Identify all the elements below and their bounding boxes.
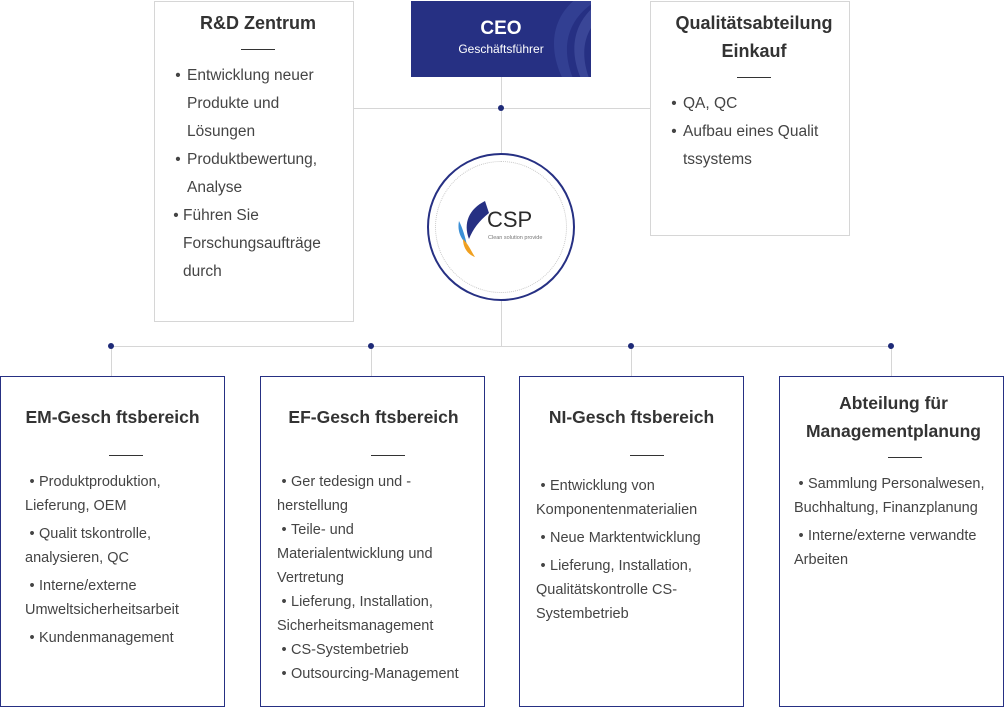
list-item: •CS-Systembetrieb <box>281 642 409 658</box>
list-item: •Kundenmanagement <box>29 630 174 646</box>
rnd-center-box: R&D Zentrum •Entwicklung neuer Produkte … <box>154 1 354 322</box>
list-item: •Entwicklung von Komponentenmaterialien <box>536 478 698 518</box>
list-item: •Produktproduktion, Lieferung, OEM <box>25 474 161 514</box>
connector-logo-vertical <box>501 300 502 346</box>
quality-department-box: Qualitätsabteilung Einkauf •QA, QC •Aufb… <box>650 1 850 236</box>
junction-dot-3 <box>628 343 634 349</box>
rnd-title: R&D Zentrum <box>200 13 316 33</box>
list-item: •Produktbewertung, Analyse <box>175 151 318 196</box>
division-box-ni: NI-Gesch ftsbereich •Entwicklung von Kom… <box>519 376 744 707</box>
rnd-list: •Entwicklung neuer Produkte und Lösungen… <box>171 62 345 286</box>
title-divider <box>371 455 405 456</box>
list-item: •Teile- und Materialentwicklung und Vert… <box>277 522 433 586</box>
list-item: •Interne/externe Umweltsicherheitsarbeit <box>25 578 179 618</box>
list-item: •Entwicklung neuer Produkte und Lösungen <box>175 67 314 140</box>
list-item: •Qualit tskontrolle, analysieren, QC <box>25 526 152 566</box>
connector-ceo-vertical <box>501 77 502 154</box>
csp-logo: CSP Clean solution provide <box>455 199 555 259</box>
junction-dot-top <box>498 105 504 111</box>
division-box-ef: EF-Gesch ftsbereich •Ger tedesign und -h… <box>260 376 485 707</box>
division-title: NI-Gesch ftsbereich <box>548 407 715 427</box>
connector-drop-1 <box>111 346 112 376</box>
division-title: EF-Gesch ftsbereich <box>288 407 459 427</box>
logo-text: CSP <box>487 207 533 232</box>
junction-dot-1 <box>108 343 114 349</box>
list-item: •Neue Marktentwicklung <box>540 530 701 546</box>
ceo-subtitle: Geschäftsführer <box>458 42 544 56</box>
division-title-line1: Abteilung für <box>839 393 948 413</box>
ceo-title: CEO <box>480 18 522 39</box>
quality-list: •QA, QC •Aufbau eines Qualit tssystems <box>667 90 841 174</box>
list-item: •Ger tedesign und -herstellung <box>277 474 412 514</box>
title-divider <box>241 49 275 50</box>
list-item: •Lieferung, Installation, Qualitätskontr… <box>536 558 692 622</box>
connector-drop-3 <box>631 346 632 376</box>
quality-title-line1: Qualitätsabteilung <box>675 13 833 33</box>
list-item: •Sammlung Personalwesen, Buchhaltung, Fi… <box>794 476 985 516</box>
list-item: •Lieferung, Installation, Sicherheitsman… <box>277 594 434 634</box>
division-title-line2: Managementplanung <box>805 421 981 441</box>
list-item: •Aufbau eines Qualit tssystems <box>671 123 819 168</box>
list-item: •Führen Sie Forschungsaufträge durch <box>173 207 321 280</box>
list-item: •Outsourcing-Management <box>281 666 459 682</box>
csp-logo-circle: CSP Clean solution provide <box>427 153 575 301</box>
quality-title-line2: Einkauf <box>721 41 787 61</box>
title-divider <box>888 457 922 458</box>
connector-drop-2 <box>371 346 372 376</box>
swoosh-decoration <box>554 1 591 77</box>
logo-tagline: Clean solution provide <box>488 235 543 241</box>
list-item: •QA, QC <box>671 95 738 112</box>
title-divider <box>737 77 771 78</box>
list-item: •Interne/externe verwandte Arbeiten <box>794 528 977 568</box>
junction-dot-4 <box>888 343 894 349</box>
junction-dot-2 <box>368 343 374 349</box>
division-box-em: EM-Gesch ftsbereich •Produktproduktion, … <box>0 376 225 707</box>
division-box-management: Abteilung für Managementplanung •Sammlun… <box>779 376 1004 707</box>
title-divider <box>109 455 143 456</box>
title-divider <box>630 455 664 456</box>
connector-drop-4 <box>891 346 892 376</box>
csp-flame-icon <box>458 201 489 257</box>
ceo-box: CEO Geschäftsführer <box>411 1 591 77</box>
connector-bottom-horizontal <box>111 346 892 347</box>
division-title: EM-Gesch ftsbereich <box>25 407 200 427</box>
